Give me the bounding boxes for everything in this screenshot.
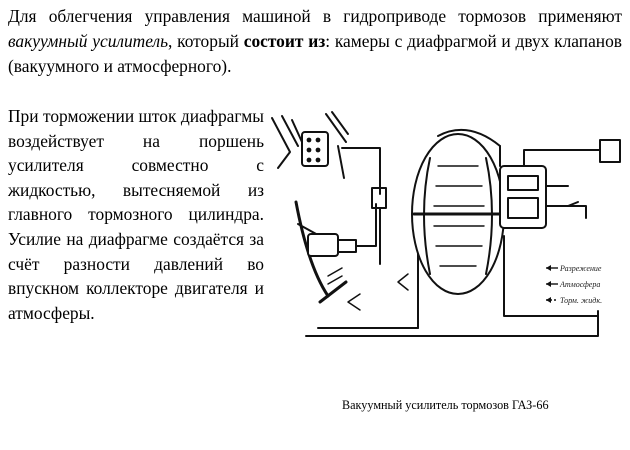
arrow-left-icon [546,265,551,271]
legend-label-atmosphere: Атмосфера [559,280,600,289]
intro-text-3: : камеры с диафрагмой и двух клапанов (в… [8,31,622,76]
intro-text-2: , который [168,31,244,51]
diagram-drawing: Разрежение Атмосфера Торм. жидк. [271,111,621,337]
figure-caption: Вакуумный усилитель тормозов ГАЗ-66 [342,398,549,412]
arrow-left-icon [546,297,551,303]
legend-label-brake-fluid: Торм. жидк. [560,296,602,305]
legend-label-vacuum: Разрежение [559,264,602,273]
legend-item-brake-fluid: Торм. жидк. [546,296,602,305]
legend-item-vacuum: Разрежение [546,264,602,273]
legend-item-atmosphere: Атмосфера [546,280,600,289]
diagram-legend: Разрежение Атмосфера Торм. жидк. [546,264,602,305]
arrow-left-icon [546,281,551,287]
intro-bold: состоит из [243,31,326,51]
intro-text-1: Для облегчения управления машиной в гидр… [8,6,622,26]
side-paragraph: При торможении шток диафрагмы воздейству… [8,106,264,323]
intro-term: вакуумный усилитель [8,31,169,51]
vacuum-booster-diagram: Разрежение Атмосфера Торм. жидк. [268,106,626,356]
intro-paragraph: Для облегчения управления машиной в гидр… [8,4,622,79]
